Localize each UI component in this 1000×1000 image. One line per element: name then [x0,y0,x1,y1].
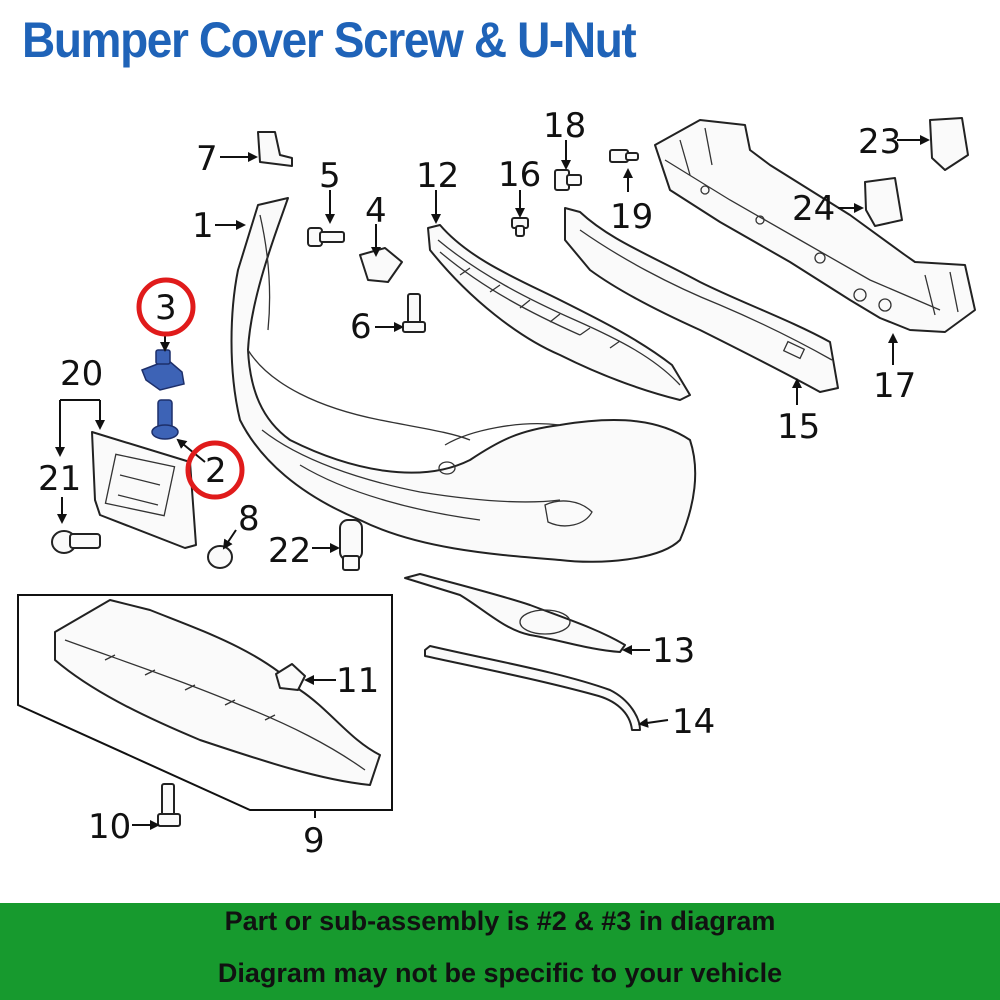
highlight-ring-3 [136,277,196,337]
callout-numbers: 1 2 3 4 5 6 7 8 9 10 11 12 13 14 15 16 1… [38,106,916,861]
energy-absorber [564,207,839,393]
callout-12: 12 [416,156,459,196]
callout-15: 15 [777,407,820,447]
callout-10: 10 [88,807,131,847]
footer-banner [0,903,1000,1000]
footer-note-disclaimer: Diagram may not be specific to your vehi… [217,958,783,988]
callout-14: 14 [672,702,715,742]
callout-8: 8 [238,499,260,539]
u-nut-part [141,349,185,391]
callout-17: 17 [873,366,916,406]
callout-19: 19 [610,197,653,237]
highlight-ring-2 [185,440,245,500]
callout-16: 16 [498,155,541,195]
callout-18: 18 [543,106,586,146]
callout-9: 9 [303,821,325,861]
footer-note-parts: Part or sub-assembly is #2 & #3 in diagr… [224,906,776,936]
callout-2: 2 [205,451,227,491]
bumper-moulding [424,645,641,731]
parts-diagram: 1 2 3 4 5 6 7 8 9 10 11 12 13 14 15 16 1… [17,106,976,861]
fasteners [51,117,969,827]
leader-lines [55,135,930,830]
license-bracket [91,431,197,549]
callout-23: 23 [858,122,901,162]
callout-7: 7 [196,139,218,179]
callout-6: 6 [350,307,372,347]
callout-1: 1 [192,206,214,246]
callout-20: 20 [60,354,103,394]
page-title: Bumper Cover Screw & U-Nut [22,12,637,68]
callout-13: 13 [652,631,695,671]
callout-22: 22 [268,531,311,571]
reinforcement-beam [654,119,976,333]
bumper-cover [230,197,697,563]
callout-21: 21 [38,459,81,499]
callout-3: 3 [155,288,177,328]
callout-4: 4 [365,191,387,231]
lower-cover-box [17,594,393,811]
callout-11: 11 [336,661,379,701]
bumper-screw-part [151,399,179,440]
callout-5: 5 [319,156,341,196]
upper-grille [427,224,691,401]
callout-24: 24 [792,189,835,229]
fog-lamp-trim [404,573,626,653]
